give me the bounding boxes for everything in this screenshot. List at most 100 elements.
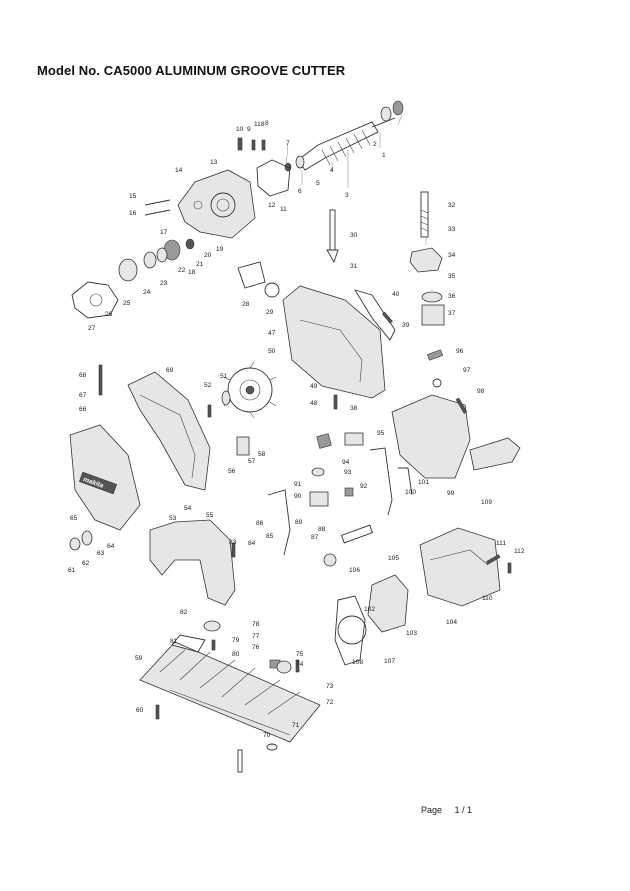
part-label: 61 xyxy=(68,567,76,574)
part-label: 54 xyxy=(184,505,192,512)
part-label: 25 xyxy=(123,300,131,307)
part-label: 48 xyxy=(310,400,318,407)
part-label: 29 xyxy=(266,309,274,316)
spindle-gear-stack xyxy=(71,199,195,319)
part-label: 26 xyxy=(105,311,113,318)
page-footer: Page 1 / 1 xyxy=(421,805,472,815)
part-label: 6 xyxy=(298,188,302,195)
leader-lines xyxy=(285,114,427,245)
part-label: 36 xyxy=(448,293,456,300)
part-label: 2 xyxy=(373,141,377,148)
part-label: 8 xyxy=(265,120,269,127)
part-label: 92 xyxy=(360,483,368,490)
part-label: 89 xyxy=(295,519,303,526)
switch-small-parts xyxy=(236,349,443,567)
part-label: 10 xyxy=(236,126,244,133)
part-label: 110 xyxy=(482,595,493,602)
part-label: 32 xyxy=(448,202,456,209)
part-label: 93 xyxy=(344,469,352,476)
part-label: 24 xyxy=(143,289,151,296)
part-label: 105 xyxy=(388,555,399,562)
part-label: 99 xyxy=(447,490,455,497)
blade-guard-plate xyxy=(237,261,396,399)
armature-assembly xyxy=(284,100,404,172)
part-label: 12 xyxy=(268,202,276,209)
part-label: 53 xyxy=(169,515,177,522)
part-label: 27 xyxy=(88,325,96,332)
part-label: 15 xyxy=(129,193,137,200)
part-label: 51 xyxy=(220,373,228,380)
part-label: 83 xyxy=(229,539,237,546)
part-label: 112 xyxy=(514,548,525,555)
part-label: 55 xyxy=(206,512,214,519)
part-label: 18 xyxy=(188,269,196,276)
part-label: 23 xyxy=(160,280,168,287)
part-label: 79 xyxy=(232,637,240,644)
part-label: 28 xyxy=(242,301,250,308)
part-label: 39 xyxy=(402,322,410,329)
part-label: 106 xyxy=(349,567,360,574)
blade-cover xyxy=(127,371,211,491)
part-label: 118 xyxy=(254,121,265,128)
screws xyxy=(98,137,512,720)
part-label: 52 xyxy=(204,382,212,389)
part-label: 5 xyxy=(316,180,320,187)
part-label: 20 xyxy=(204,252,212,259)
part-label: 50 xyxy=(268,348,276,355)
part-label: 40 xyxy=(392,291,400,298)
part-label: 85 xyxy=(266,533,274,540)
part-label: 100 xyxy=(405,489,416,496)
part-label: 111 xyxy=(496,540,506,547)
part-label: 22 xyxy=(178,267,186,274)
part-number-labels: 1 2 3 4 5 6 7 8 9 10 118 11 12 13 14 15 … xyxy=(68,120,525,739)
part-label: 87 xyxy=(311,534,319,541)
cutter-blade xyxy=(221,361,277,419)
gear-housing xyxy=(177,159,291,239)
part-label: 16 xyxy=(129,210,137,217)
part-label: 90 xyxy=(294,493,302,500)
part-label: 97 xyxy=(463,367,471,374)
part-label: 64 xyxy=(107,543,115,550)
part-label: 86 xyxy=(256,520,264,527)
part-label: 80 xyxy=(232,651,240,658)
part-label: 76 xyxy=(252,644,260,651)
part-label: 67 xyxy=(79,392,87,399)
part-label: 63 xyxy=(97,550,105,557)
part-label: 101 xyxy=(418,479,429,486)
part-label: 4 xyxy=(330,167,334,174)
part-label: 37 xyxy=(448,310,456,317)
part-label: 109 xyxy=(481,499,492,506)
front-guard: makita xyxy=(69,424,141,531)
part-label: 9 xyxy=(247,126,251,133)
part-label: 56 xyxy=(228,468,236,475)
part-label: 14 xyxy=(175,167,183,174)
part-label: 104 xyxy=(446,619,457,626)
part-label: 35 xyxy=(448,273,456,280)
part-label: 11 xyxy=(280,206,287,213)
base-plate xyxy=(139,620,321,773)
motor-housing xyxy=(334,394,521,666)
part-label: 58 xyxy=(258,451,266,458)
part-label: 13 xyxy=(210,159,218,166)
part-label: 71 xyxy=(292,722,300,729)
part-label: 98 xyxy=(477,388,485,395)
part-label: 60 xyxy=(136,707,144,714)
part-label: 73 xyxy=(326,683,334,690)
part-label: 62 xyxy=(82,560,90,567)
part-label: 17 xyxy=(160,229,168,236)
part-label: 59 xyxy=(135,655,143,662)
depth-post-assembly xyxy=(326,191,445,326)
part-label: 81 xyxy=(170,638,178,645)
part-label: 65 xyxy=(70,515,78,522)
part-label: 30 xyxy=(350,232,358,239)
part-label: 91 xyxy=(294,481,302,488)
part-label: 21 xyxy=(196,261,204,268)
part-label: 78 xyxy=(252,621,260,628)
part-label: 70 xyxy=(263,732,271,739)
part-label: 95 xyxy=(377,430,385,437)
part-label: 31 xyxy=(350,263,358,270)
part-label: 102 xyxy=(364,606,375,613)
part-label: 7 xyxy=(286,140,290,147)
page-title: Model No. CA5000 ALUMINUM GROOVE CUTTER xyxy=(37,63,346,78)
